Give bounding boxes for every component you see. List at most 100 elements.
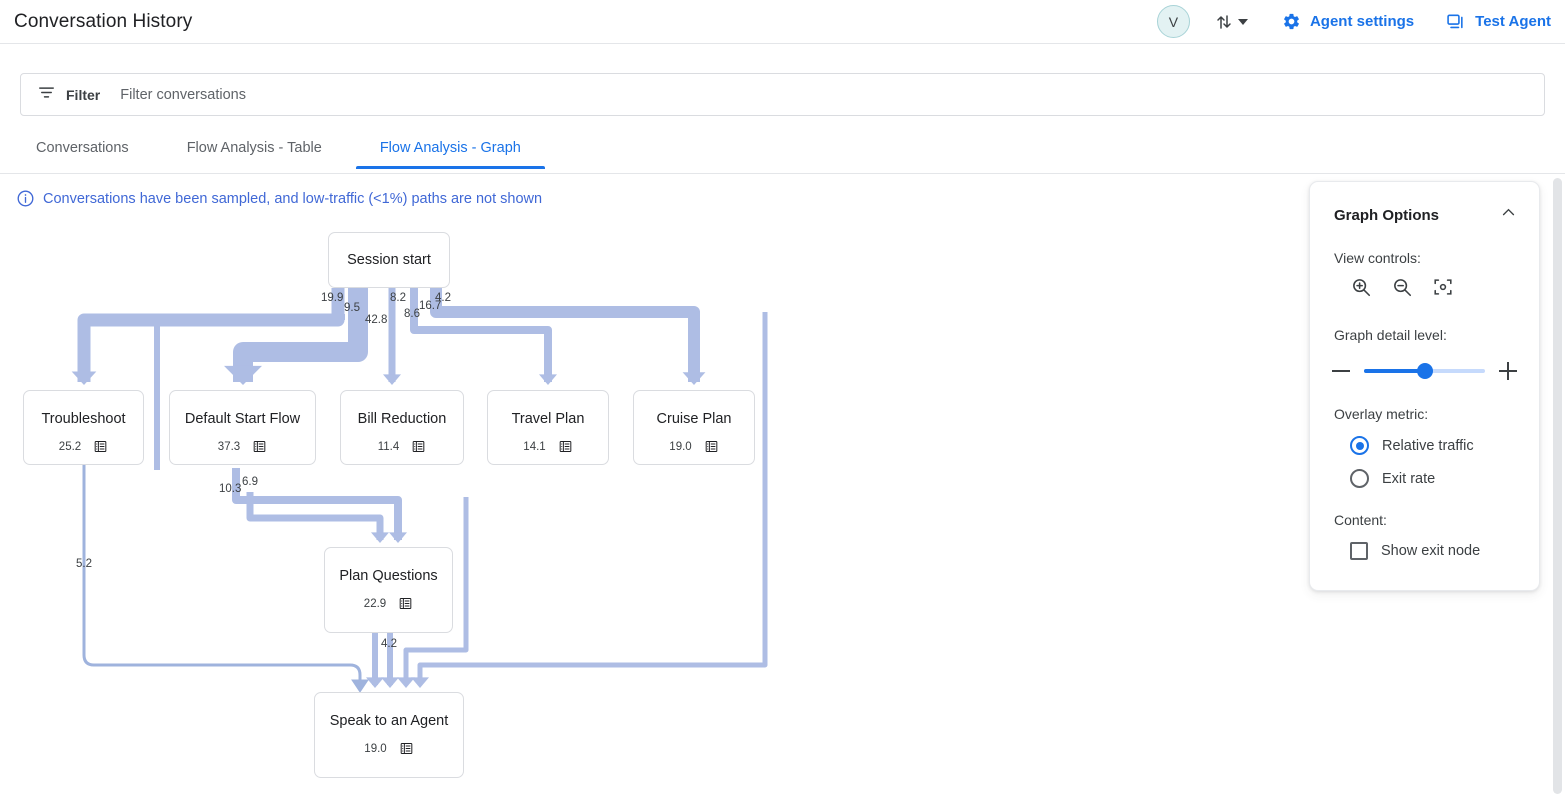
- flow-arrow: [397, 677, 415, 688]
- page-title: Conversation History: [14, 10, 193, 32]
- flow-ribbon: [410, 288, 552, 382]
- test-agent-label: Test Agent: [1475, 13, 1551, 30]
- graph-node-plan_questions[interactable]: Plan Questions 22.9: [324, 547, 453, 633]
- flow-ribbon: [430, 288, 700, 382]
- edge-label: 4.2: [435, 292, 451, 304]
- flow-ribbon: [403, 497, 469, 685]
- app-header: Conversation History V Agent settings: [0, 0, 1565, 44]
- filter-icon: [37, 83, 56, 107]
- filter-bar[interactable]: Filter: [20, 73, 1545, 116]
- node-metrics: 22.9: [364, 596, 413, 611]
- tab-flow-analysis-graph[interactable]: Flow Analysis - Graph: [355, 136, 545, 169]
- sampling-banner-text: Conversations have been sampled, and low…: [43, 190, 543, 207]
- edge-label: 8.2: [390, 292, 406, 304]
- edge-label: 42.8: [365, 314, 388, 326]
- checkbox-show-exit-node-label: Show exit node: [1381, 543, 1481, 559]
- chat-bubbles-icon: [1446, 12, 1466, 32]
- graph-options-title: Graph Options: [1334, 206, 1439, 224]
- node-title: Plan Questions: [339, 568, 438, 584]
- radio-relative-traffic-label: Relative traffic: [1382, 437, 1474, 454]
- flow-ribbon: [246, 492, 384, 540]
- filter-label: Filter: [66, 86, 101, 103]
- radio-exit-rate[interactable]: Exit rate: [1310, 469, 1539, 488]
- flow-arrow: [389, 532, 407, 543]
- node-metrics: 19.0: [364, 741, 413, 756]
- detail-level-slider[interactable]: [1364, 361, 1485, 381]
- radio-exit-rate-label: Exit rate: [1382, 470, 1436, 487]
- table-rows-icon[interactable]: [704, 439, 719, 454]
- node-traffic-value: 19.0: [669, 440, 692, 453]
- node-title: Speak to an Agent: [329, 713, 449, 729]
- node-metrics: 14.1: [523, 439, 572, 454]
- detail-level-label: Graph detail level:: [1334, 327, 1447, 343]
- sampling-banner: Conversations have been sampled, and low…: [16, 189, 542, 208]
- graph-node-session_start[interactable]: Session start: [328, 232, 450, 288]
- test-agent-button[interactable]: Test Agent: [1446, 12, 1551, 32]
- table-rows-icon[interactable]: [398, 596, 413, 611]
- zoom-out-icon[interactable]: [1391, 276, 1413, 303]
- minus-icon[interactable]: [1330, 360, 1352, 382]
- node-traffic-value: 25.2: [58, 440, 82, 453]
- agent-settings-label: Agent settings: [1309, 13, 1415, 30]
- fit-to-screen-icon[interactable]: [1432, 276, 1454, 303]
- table-rows-icon[interactable]: [558, 439, 573, 454]
- flow-arrow: [351, 679, 369, 693]
- agent-settings-button[interactable]: Agent settings: [1282, 12, 1414, 31]
- slider-fill: [1364, 369, 1425, 373]
- node-metrics: 25.2: [59, 439, 108, 454]
- avatar[interactable]: V: [1156, 5, 1190, 38]
- flow-arrow: [383, 374, 401, 385]
- flow-ribbon: [232, 468, 402, 540]
- node-title: Default Start Flow: [184, 411, 301, 427]
- flow-ribbon: [154, 314, 345, 470]
- edge-label: 4.2: [381, 638, 397, 650]
- radio-indicator: [1350, 469, 1369, 488]
- flow-arrow: [371, 532, 389, 543]
- info-icon: [16, 189, 35, 208]
- edge-label: 19.9: [321, 292, 344, 304]
- radio-relative-traffic[interactable]: Relative traffic: [1310, 436, 1539, 455]
- edge-label: 8.6: [404, 308, 420, 320]
- search-input[interactable]: [120, 86, 1544, 103]
- flow-arrow: [411, 677, 429, 688]
- flow-arrow: [381, 677, 399, 688]
- view-controls-label: View controls:: [1334, 250, 1421, 266]
- graph-node-troubleshoot[interactable]: Troubleshoot 25.2: [23, 390, 144, 465]
- graph-options-panel: Graph Options View controls:: [1309, 181, 1540, 591]
- graph-node-bill_reduction[interactable]: Bill Reduction 11.4: [340, 390, 464, 465]
- node-title: Travel Plan: [511, 411, 585, 427]
- avatar-initial: V: [1168, 13, 1179, 30]
- graph-node-travel_plan[interactable]: Travel Plan 14.1: [487, 390, 609, 465]
- node-title: Troubleshoot: [41, 411, 126, 427]
- chevron-up-icon[interactable]: [1500, 204, 1517, 226]
- node-traffic-value: 19.0: [364, 742, 387, 755]
- tab-flow-analysis-table[interactable]: Flow Analysis - Table: [186, 140, 322, 156]
- vertical-scrollbar[interactable]: [1553, 178, 1562, 794]
- table-rows-icon[interactable]: [252, 439, 267, 454]
- sort-arrows-icon: [1214, 12, 1234, 32]
- plus-icon[interactable]: [1497, 360, 1519, 382]
- node-title: Session start: [347, 252, 431, 268]
- view-controls-group: [1310, 276, 1539, 303]
- table-rows-icon[interactable]: [93, 439, 108, 454]
- flow-arrow: [539, 374, 557, 385]
- checkbox-show-exit-node[interactable]: Show exit node: [1310, 542, 1539, 560]
- node-metrics: 11.4: [378, 439, 427, 454]
- slider-thumb[interactable]: [1416, 363, 1433, 379]
- table-rows-icon[interactable]: [399, 741, 414, 756]
- node-traffic-value: 11.4: [377, 440, 400, 453]
- chevron-down-icon: [1237, 18, 1248, 25]
- node-traffic-value: 22.9: [363, 597, 387, 610]
- zoom-in-icon[interactable]: [1350, 276, 1372, 303]
- flow-ribbon: [77, 288, 345, 382]
- table-rows-icon[interactable]: [411, 439, 426, 454]
- node-title: Bill Reduction: [357, 411, 447, 427]
- tab-conversations[interactable]: Conversations: [36, 140, 129, 156]
- graph-node-speak_agent[interactable]: Speak to an Agent 19.0: [314, 692, 464, 778]
- flow-arrow: [366, 677, 384, 688]
- sort-control[interactable]: [1214, 12, 1248, 32]
- header-actions: V Agent settings: [1156, 0, 1565, 43]
